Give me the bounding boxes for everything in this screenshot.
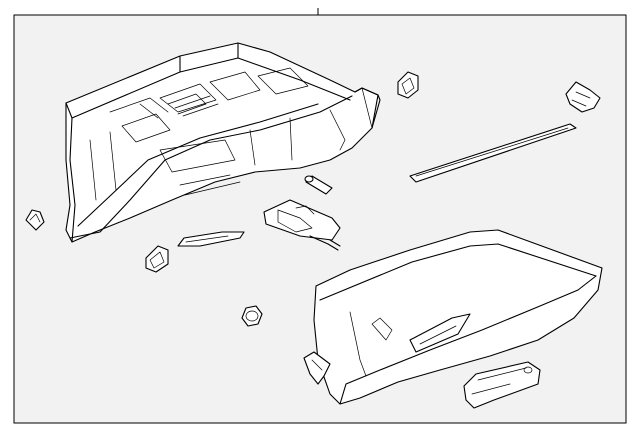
- corner-clip: [565, 81, 601, 113]
- glove-box-housing: [65, 42, 381, 243]
- long-trim-strip: [409, 123, 577, 183]
- housing-bumper-lower: [145, 245, 169, 273]
- damper-rod: [304, 175, 333, 195]
- lock-striker: [263, 199, 341, 251]
- round-bumper: [241, 305, 263, 327]
- glove-box-door: [303, 229, 603, 405]
- door-handle: [463, 361, 541, 409]
- stopper-cushion: [177, 231, 245, 247]
- housing-bumper-upper: [397, 71, 419, 99]
- side-bumper-left: [25, 209, 45, 231]
